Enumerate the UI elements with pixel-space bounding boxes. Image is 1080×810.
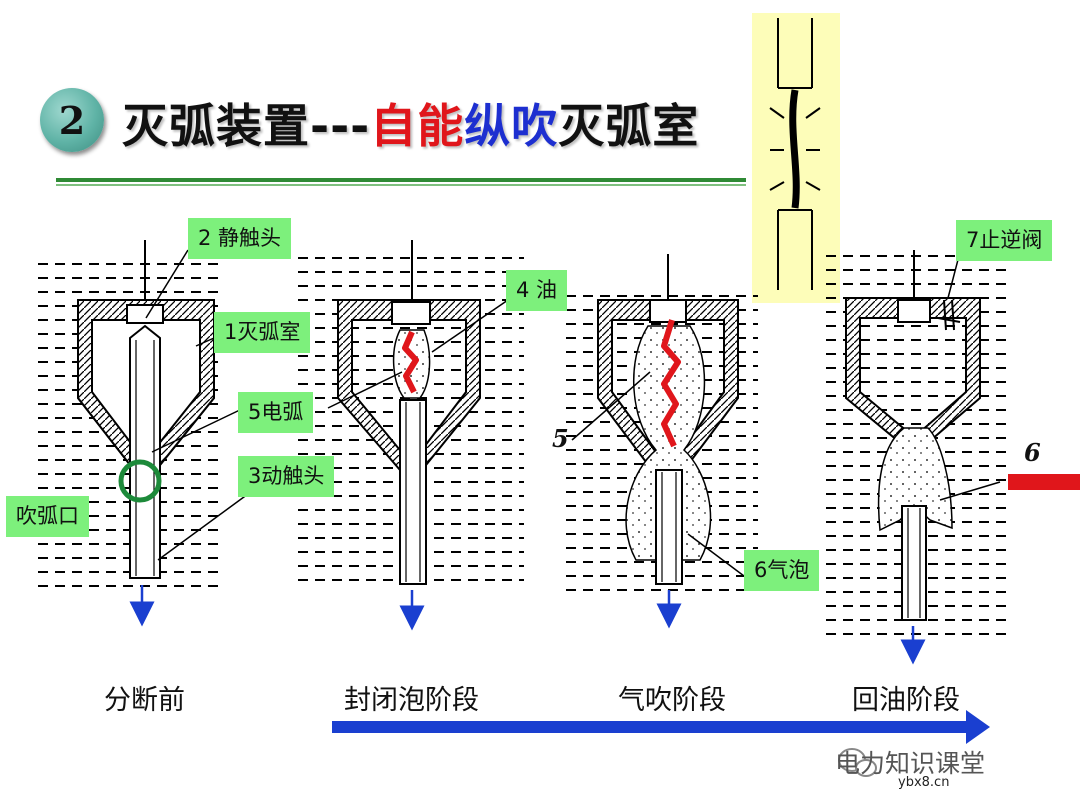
label-static-contact: 2 静触头 — [188, 218, 292, 259]
chamber-closed-bubble — [337, 240, 481, 631]
watermark-text: 电力知识课堂 — [835, 749, 986, 778]
label-moving-contact: 3动触头 — [238, 456, 335, 497]
stage-oil-return: 回油阶段 — [852, 685, 960, 716]
chamber-gas-blow — [597, 254, 739, 629]
chamber-before-breaking — [77, 240, 215, 627]
blow-port-ring — [118, 459, 162, 503]
stage-progress-arrow — [332, 710, 990, 744]
label-oil: 4 油 — [506, 270, 568, 311]
chamber-oil-return — [845, 250, 981, 665]
title-divider-light — [56, 184, 746, 186]
title-red: 自能 — [370, 99, 465, 153]
watermark-site: ybx8.cn — [898, 775, 950, 790]
label-blow-port: 吹弧口 — [6, 496, 89, 537]
label-check-valve: 7止逆阀 — [956, 220, 1053, 261]
wechat-icon — [838, 748, 877, 777]
figure-number-5: 5 — [552, 424, 569, 453]
title-divider — [56, 178, 746, 182]
leader-lines — [145, 249, 1001, 577]
stage-before-breaking: 分断前 — [104, 685, 185, 716]
stage-closed-bubble: 封闭泡阶段 — [344, 685, 479, 716]
red-pointer-bar — [1008, 474, 1080, 490]
label-arc-chamber: 1灭弧室 — [214, 312, 311, 353]
page-title: 灭弧装置---自能纵吹灭弧室 — [122, 90, 699, 156]
label-bubble: 6气泡 — [744, 550, 820, 591]
title-part1: 灭弧装置--- — [122, 99, 371, 153]
figure-number-6: 6 — [1024, 438, 1041, 467]
label-arc: 5电弧 — [238, 392, 314, 433]
section-number-badge: 2 — [40, 88, 104, 152]
arc-inset-sketch — [769, 18, 821, 290]
stage-gas-blow: 气吹阶段 — [618, 685, 726, 716]
title-part2: 灭弧室 — [558, 99, 700, 153]
title-blue: 纵吹 — [464, 99, 559, 153]
section-number: 2 — [58, 97, 86, 143]
